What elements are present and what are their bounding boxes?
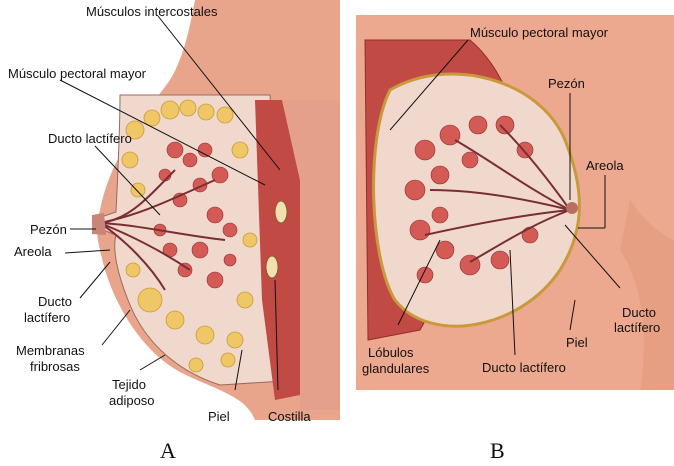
label-ducto-lactifero-right-1: Ducto — [622, 305, 656, 320]
label-musculo-pectoral-mayor-b: Músculo pectoral mayor — [470, 25, 608, 40]
label-ducto-lactifero-lower-1: Ducto — [38, 294, 72, 309]
label-pezon-a: Pezón — [30, 222, 67, 237]
label-costilla: Costilla — [268, 409, 311, 424]
label-lobulos-2: glandulares — [362, 361, 429, 376]
rib-lower — [266, 256, 278, 278]
label-areola-b: Areola — [586, 158, 624, 173]
label-membranas-1: Membranas — [16, 343, 85, 358]
label-ducto-lactifero-bottom: Ducto lactífero — [482, 360, 566, 375]
label-piel-b: Piel — [566, 335, 588, 350]
panel-a-nipple — [92, 213, 106, 235]
label-ducto-lactifero-lower-2: lactífero — [24, 310, 70, 325]
label-lobulos-1: Lóbulos — [368, 345, 414, 360]
label-musculos-intercostales: Músculos intercostales — [86, 4, 218, 19]
rib-upper — [275, 201, 287, 223]
panel-b-nipple — [566, 202, 578, 214]
panel-letter-b: B — [490, 438, 505, 464]
label-musculo-pectoral-mayor-a: Músculo pectoral mayor — [8, 66, 146, 81]
label-areola-a: Areola — [14, 244, 52, 259]
label-tejido-adiposo-1: Tejido — [112, 377, 146, 392]
label-piel-a: Piel — [208, 409, 230, 424]
label-ducto-lactifero-upper: Ducto lactífero — [48, 131, 132, 146]
label-pezon-b: Pezón — [548, 76, 585, 91]
label-tejido-adiposo-2: adiposo — [109, 393, 155, 408]
label-ducto-lactifero-right-2: lactífero — [614, 320, 660, 335]
panel-letter-a: A — [160, 438, 176, 464]
label-membranas-2: fribrosas — [30, 359, 80, 374]
